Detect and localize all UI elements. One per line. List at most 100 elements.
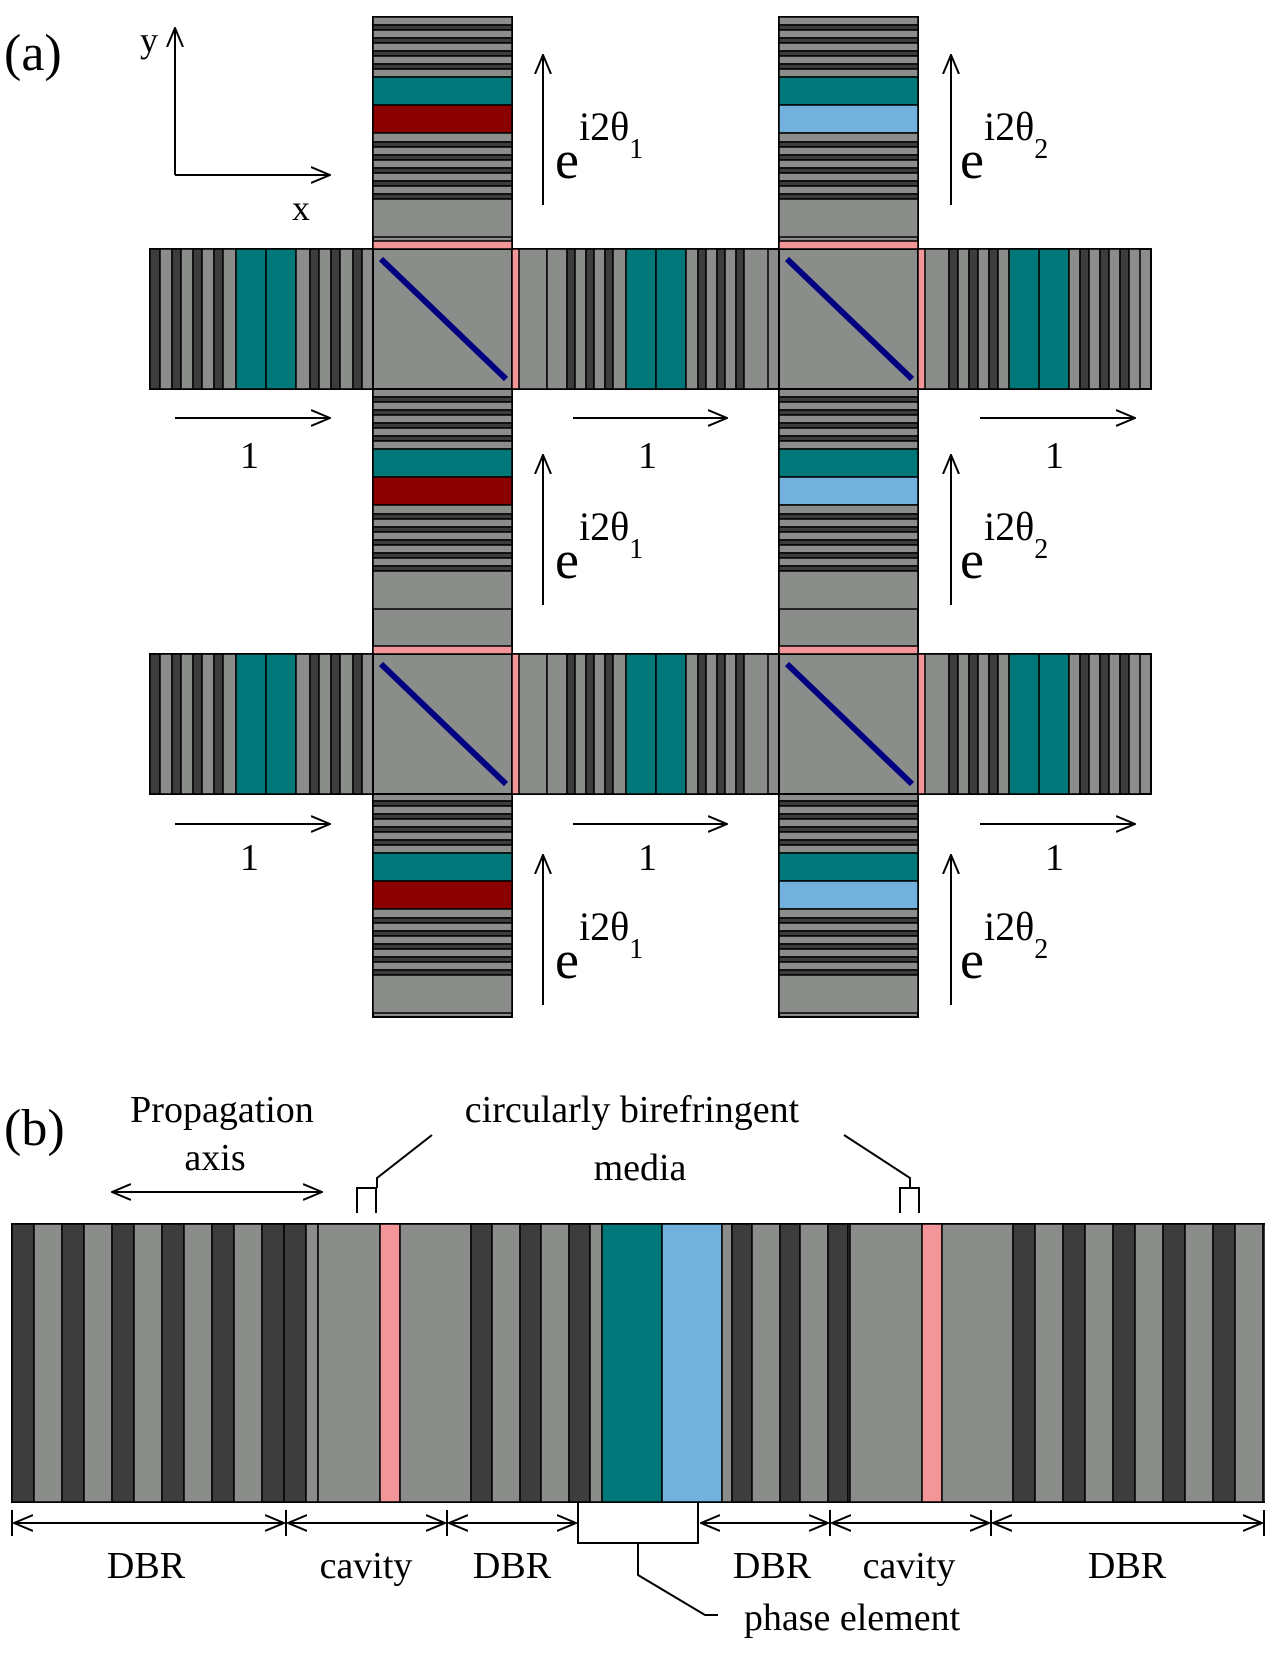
transmission-label-r1c1: 1 [240,435,259,477]
segment-label-dbr-2: DBR [473,1545,552,1587]
col1-vertical-stack-top-layer [372,104,513,134]
phase-label-col2-middle: ei2θ2 [960,504,1048,590]
row2-arm-left-layer [192,653,203,795]
panel-b-stack-layer [83,1223,113,1503]
col1-vertical-stack-middle-layer [372,531,513,541]
row2-arm-right-layer [988,653,999,795]
col1-row2-coupling-layer-right [511,653,520,795]
col2-vertical-stack-middle-layer [778,518,919,528]
row1-arm-middle-layer [716,248,726,390]
col2-vertical-stack-middle-layer [778,388,919,398]
row1-arm-right-layer [957,248,970,390]
row1-arm-right-layer [988,248,999,390]
col1-vertical-stack-bottom-layer [372,974,513,1014]
row1-arm-left-layer [295,248,311,390]
panel-b-stack-layer [283,1223,307,1503]
segment-label-cavity-2: cavity [863,1545,956,1587]
col2-row2-coupling-layer-right [917,653,926,795]
row2-arm-left-layer [149,653,161,795]
row2-arm-right-layer [1108,653,1121,795]
col2-row2-splitter-diagonal [784,661,915,787]
panel-b-stack-layer [849,1223,923,1503]
panel-b-stack-layer [827,1223,849,1503]
col2-vertical-stack-top-layer [778,29,919,39]
row1-arm-middle-layer [685,248,699,390]
panel-b-stack-layer [111,1223,135,1503]
segment-label-cavity-1: cavity [320,1545,413,1587]
panel-a [149,16,1152,1018]
row1-arm-left-layer [265,248,297,390]
col2-vertical-stack-top-layer [778,146,919,156]
col2-vertical-stack-top-layer [778,185,919,195]
col1-row2-coupling-layer-top [372,645,513,655]
panel-b-stack-layer [1212,1223,1236,1503]
col2-vertical-stack-middle-layer [778,414,919,424]
row1-arm-middle-layer [743,248,769,390]
row1-arm-middle-layer [604,248,614,390]
col1-vertical-stack-top-layer [372,185,513,195]
row2-arm-middle-layer [546,653,568,795]
panel-b-stack-layer [1012,1223,1036,1503]
col2-vertical-stack-top-layer [778,132,919,143]
row2-arm-middle-layer [705,653,718,795]
col1-row1-coupling-layer-right [511,248,520,390]
row1-arm-left-layer [330,248,341,390]
row2-arm-middle-layer [625,653,657,795]
row1-arm-right-layer [1038,248,1070,390]
col2-vertical-stack-middle-layer [778,476,919,506]
row1-arm-middle-layer [655,248,687,390]
row2-arm-left-layer [222,653,237,795]
col2-vertical-stack-bottom-layer [778,908,919,919]
panel-b-stack-layer [1262,1223,1265,1503]
row1-arm-left-layer [213,248,224,390]
col2-vertical-stack-bottom-layer [778,852,919,882]
phase-label-col1-top: ei2θ1 [555,104,643,190]
media-label-line2: media [594,1147,687,1189]
row2-arm-right-layer [1128,653,1141,795]
col1-vertical-stack-middle-layer [372,388,513,398]
col2-vertical-stack-top-layer [778,104,919,134]
col1-vertical-stack-bottom-layer [372,935,513,945]
row2-arm-right-layer [1008,653,1040,795]
row1-arm-middle-layer [697,248,707,390]
transmission-label-r1c2: 1 [638,435,657,477]
panel-b-stack-layer [799,1223,829,1503]
row1-arm-right-layer [1008,248,1040,390]
col1-vertical-stack-middle-layer [372,570,513,610]
row2-arm-middle-layer [655,653,687,795]
col2-vertical-stack-middle-layer [778,427,919,437]
row2-arm-right-layer [1119,653,1130,795]
media-leader-right [843,1134,911,1188]
panel-b-stack-layer [61,1223,85,1503]
col2-vertical-stack-bottom-layer [778,974,919,1014]
row2-arm-left-layer [265,653,297,795]
col2-row1-splitter-diagonal [784,256,915,382]
row1-arm-right-layer [1099,248,1110,390]
panel-b-stack-layer [1112,1223,1136,1503]
row2-arm-middle-layer [566,653,576,795]
transmission-label-r2c2: 1 [638,837,657,879]
row1-arm-middle-layer [585,248,595,390]
panel-b-stack-layer [133,1223,163,1503]
row2-arm-left-layer [171,653,182,795]
transmission-label-r2c3: 1 [1045,837,1064,879]
col2-row1-coupling-layer-top [778,240,919,250]
x-axis-label: x [292,188,310,228]
row1-arm-middle-layer [566,248,576,390]
row2-arm-left-layer [213,653,224,795]
panel-b-stack-layer [261,1223,285,1503]
row2-arm-right-layer [1038,653,1070,795]
phase-label-col1-middle: ei2θ1 [555,504,643,590]
segment-label-dbr-3: DBR [733,1545,812,1587]
panel-b-label: (b) [4,1100,65,1157]
row1-arm-left-layer [149,248,161,390]
row2-arm-middle-layer [697,653,707,795]
col2-vertical-stack-top-layer [778,16,919,26]
row1-arm-left-layer [235,248,267,390]
col1-vertical-stack-bottom-layer [372,818,513,828]
col1-vertical-stack-top-layer [372,68,513,78]
panel-b-stack-layer [751,1223,781,1503]
y-axis-label: y [140,20,158,60]
row1-arm-left-layer [222,248,237,390]
panel-b-stack-layer [305,1223,319,1503]
